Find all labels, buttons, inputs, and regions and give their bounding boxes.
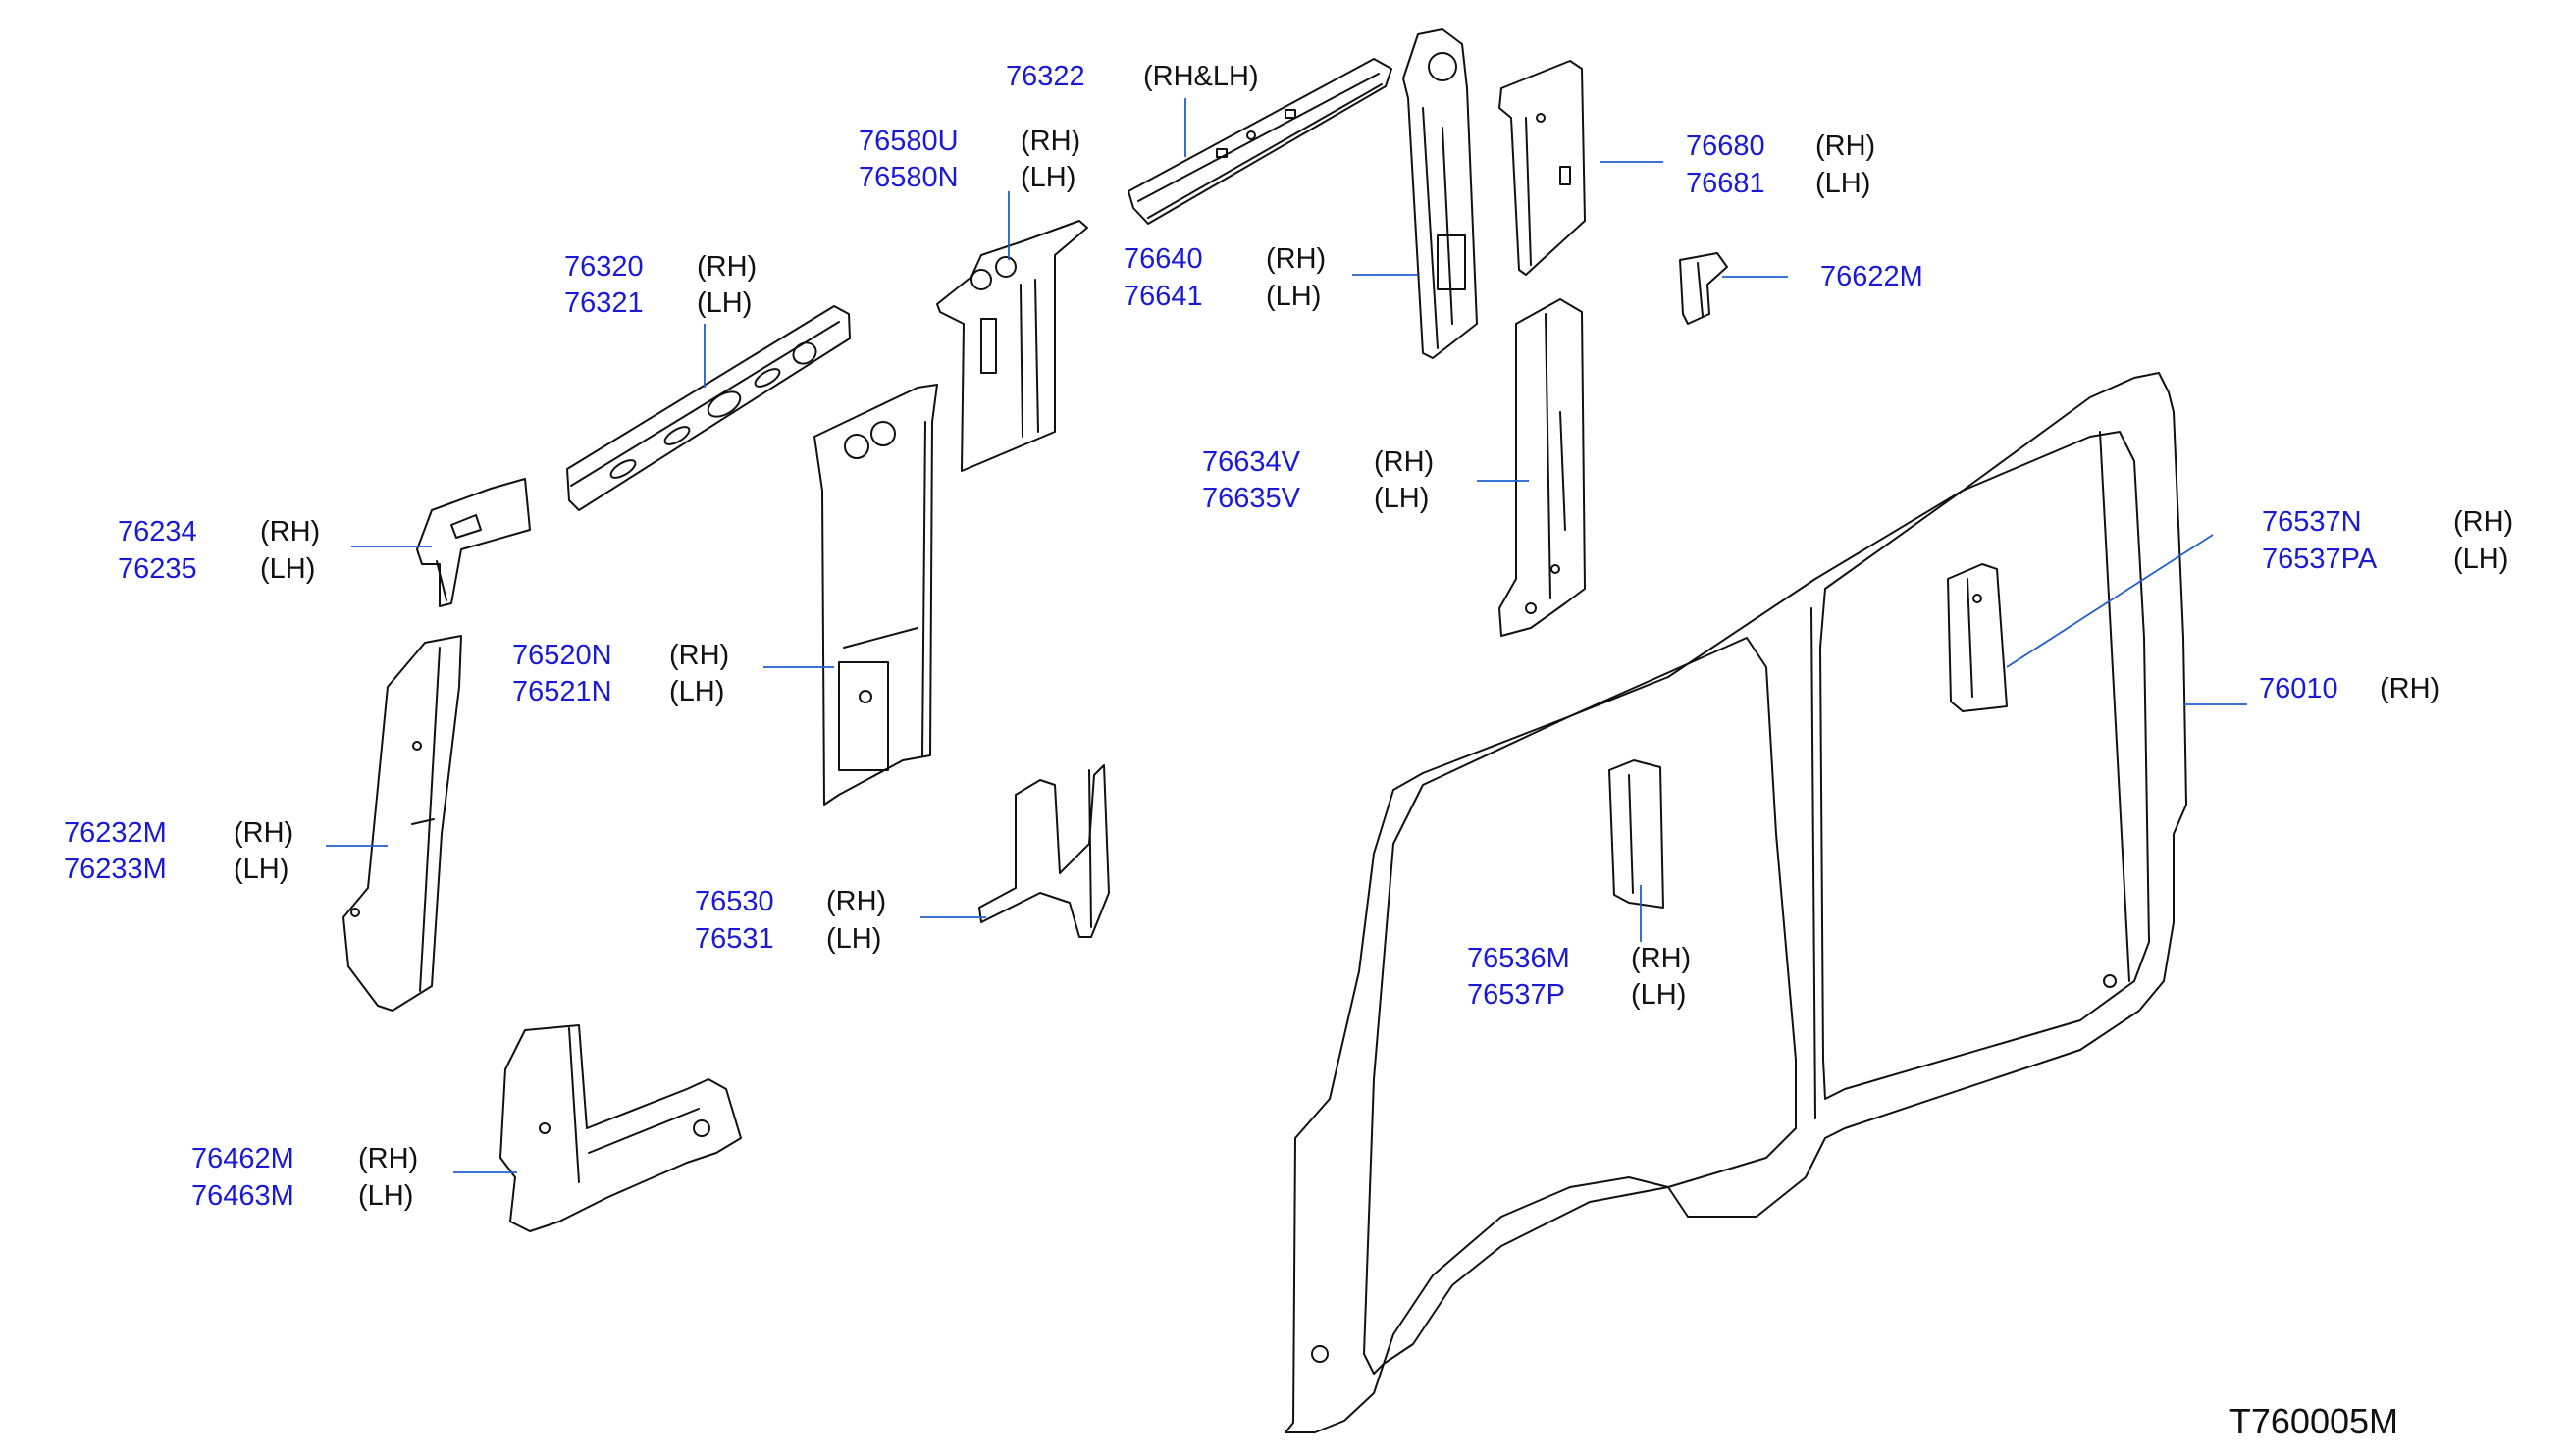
part-number-76531[interactable]: 76531	[695, 923, 774, 955]
part-number-76681[interactable]: 76681	[1686, 168, 1765, 199]
diagram-reference-code: T760005M	[2229, 1401, 2398, 1441]
part-76580-bracket[interactable]	[937, 221, 1087, 471]
part-number-76580u[interactable]: 76580U	[859, 126, 959, 157]
side-label-lh: (LH)	[1021, 162, 1076, 193]
part-number-76634v[interactable]: 76634V	[1202, 446, 1300, 478]
part-number-76520n[interactable]: 76520N	[512, 640, 612, 671]
part-number-76233m[interactable]: 76233M	[64, 854, 167, 885]
side-label-rh: (RH)	[1631, 943, 1692, 974]
part-number-76537p[interactable]: 76537P	[1467, 979, 1565, 1011]
part-number-76322[interactable]: 76322	[1006, 61, 1085, 92]
part-number-76321[interactable]: 76321	[564, 287, 644, 319]
part-76530-bracket[interactable]	[979, 765, 1109, 937]
side-label-rh: (RH)	[697, 251, 758, 283]
part-76640-pillar[interactable]	[1403, 29, 1477, 358]
side-label-rh: (RH)	[1266, 243, 1327, 275]
part-number-76530[interactable]: 76530	[695, 886, 774, 917]
side-label-rh: (RH)	[1021, 126, 1081, 157]
side-label-lh: (LH)	[234, 854, 289, 885]
part-number-76010[interactable]: 76010	[2259, 673, 2338, 704]
side-label-rh: (RH)	[669, 640, 730, 671]
part-76320-beam[interactable]	[567, 306, 850, 510]
side-label: (RH&LH)	[1143, 61, 1259, 92]
part-76234-bracket[interactable]	[417, 479, 530, 606]
part-76680-panel[interactable]	[1499, 61, 1585, 275]
part-number-76580n[interactable]: 76580N	[859, 162, 959, 193]
side-label-lh: (LH)	[1374, 483, 1430, 514]
part-number-76641[interactable]: 76641	[1124, 281, 1203, 312]
part-76536-bracket[interactable]	[1609, 760, 1663, 908]
side-label-lh: (LH)	[1815, 168, 1871, 199]
side-label-rh: (RH)	[2453, 506, 2514, 538]
side-label-rh: (RH)	[260, 516, 321, 547]
side-label-rh: (RH)	[2380, 673, 2440, 704]
part-number-76640[interactable]: 76640	[1124, 243, 1203, 275]
side-label-lh: (LH)	[358, 1180, 414, 1212]
part-76537n-bracket[interactable]	[1948, 564, 2007, 711]
part-number-76462m[interactable]: 76462M	[191, 1143, 294, 1174]
part-number-76234[interactable]: 76234	[118, 516, 197, 547]
part-number-76537pa[interactable]: 76537PA	[2262, 544, 2378, 575]
side-label-rh: (RH)	[826, 886, 887, 917]
side-label-lh: (LH)	[826, 923, 882, 955]
part-number-76536m[interactable]: 76536M	[1467, 943, 1570, 974]
part-number-76320[interactable]: 76320	[564, 251, 644, 283]
side-label-rh: (RH)	[1374, 446, 1435, 478]
part-76634-bracket[interactable]	[1499, 299, 1585, 636]
part-number-76537n[interactable]: 76537N	[2262, 506, 2362, 538]
side-label-lh: (LH)	[669, 676, 725, 707]
part-76010-body-side[interactable]	[1285, 373, 2186, 1432]
leader-lines	[326, 98, 2247, 1172]
side-label-rh: (RH)	[234, 817, 294, 849]
part-number-76232m[interactable]: 76232M	[64, 817, 167, 849]
part-76232-pillar[interactable]	[343, 636, 461, 1011]
part-76520-panel[interactable]	[814, 385, 937, 805]
part-76462-bracket[interactable]	[500, 1025, 741, 1231]
part-number-76463m[interactable]: 76463M	[191, 1180, 294, 1212]
part-76322-rail[interactable]	[1128, 59, 1391, 224]
side-label-lh: (LH)	[1266, 281, 1322, 312]
part-number-76521n[interactable]: 76521N	[512, 676, 612, 707]
part-number-76635v[interactable]: 76635V	[1202, 483, 1300, 514]
part-76622-bracket[interactable]	[1680, 253, 1727, 324]
side-label-lh: (LH)	[1631, 979, 1687, 1011]
side-label-lh: (LH)	[697, 287, 753, 319]
part-number-76235[interactable]: 76235	[118, 553, 197, 585]
side-label-lh: (LH)	[260, 553, 316, 585]
part-number-76622m[interactable]: 76622M	[1820, 261, 1923, 292]
part-number-76680[interactable]: 76680	[1686, 130, 1765, 162]
side-label-lh: (LH)	[2453, 544, 2509, 575]
side-label-rh: (RH)	[358, 1143, 419, 1174]
side-label-rh: (RH)	[1815, 130, 1876, 162]
